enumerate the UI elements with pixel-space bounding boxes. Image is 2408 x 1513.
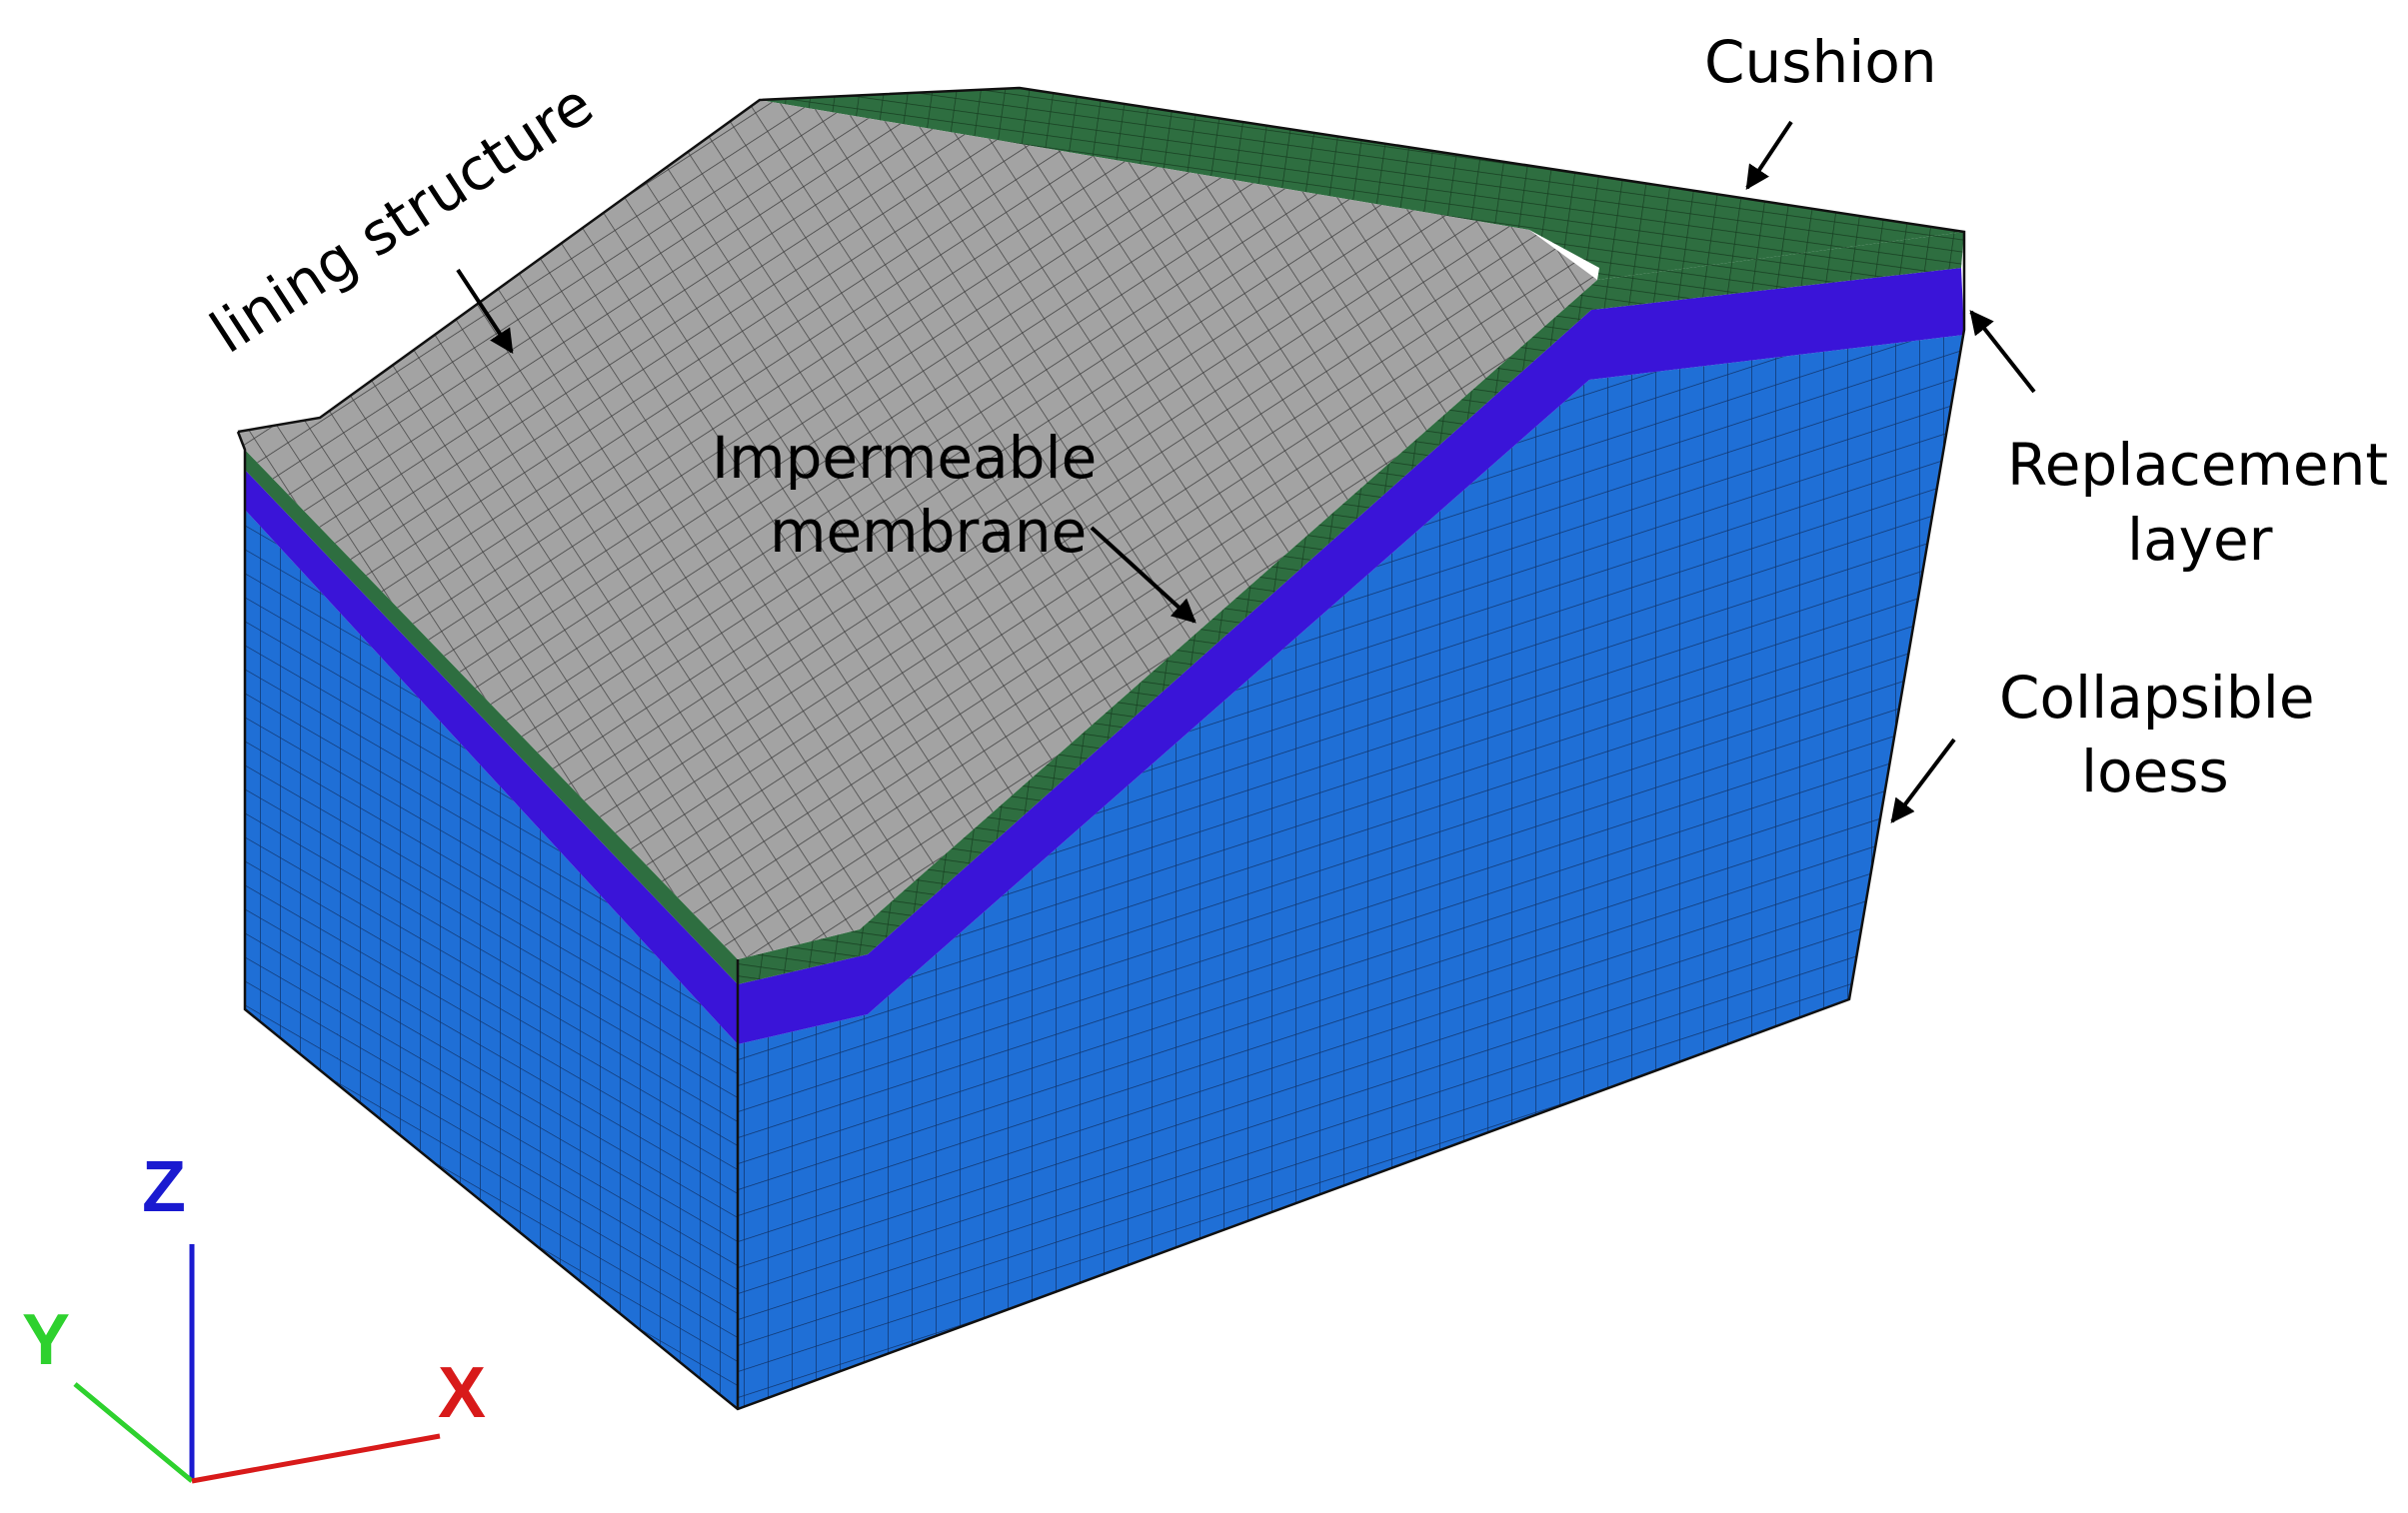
lining-structure-mesh (238, 100, 1597, 959)
top-cushion-mesh (760, 88, 1964, 280)
axis-z-label: Z (142, 1147, 186, 1227)
top-cushion-surface (760, 88, 1964, 280)
arrow-cushion (1745, 120, 1793, 190)
arrow-replacement (1969, 310, 2036, 394)
label-impermeable-line1: Impermeable (712, 424, 1097, 492)
label-impermeable-line2: membrane (770, 498, 1087, 566)
label-collapsible-line1: Collapsible (1999, 664, 2315, 732)
coordinate-axes: Z Y X (22, 1147, 486, 1484)
arrow-impermeable (1090, 526, 1197, 624)
axis-y-line (73, 1382, 194, 1483)
model-outline (236, 86, 1966, 1411)
label-cushion: Cushion (1704, 28, 1937, 96)
axis-y-label: Y (22, 1300, 70, 1380)
left-face-cushion (245, 450, 738, 984)
label-replacement-line2: layer (2127, 506, 2273, 574)
left-face-loess-mesh (245, 510, 738, 1409)
arrow-lining-structure (456, 268, 514, 355)
front-face (738, 232, 1964, 1409)
front-face-loess-mesh (738, 330, 1964, 1409)
lining-surface (238, 100, 1597, 959)
axis-x-line (191, 1433, 441, 1484)
arrow-collapsible (1890, 738, 1956, 823)
front-face-replacement (738, 268, 1964, 1044)
label-replacement-line1: Replacement (2007, 431, 2388, 499)
front-face-cushion-mesh (738, 232, 1964, 984)
axis-x-label: X (438, 1353, 486, 1433)
left-face (245, 450, 738, 1409)
left-face-replacement (245, 470, 738, 1044)
label-collapsible-line2: loess (2081, 738, 2229, 805)
